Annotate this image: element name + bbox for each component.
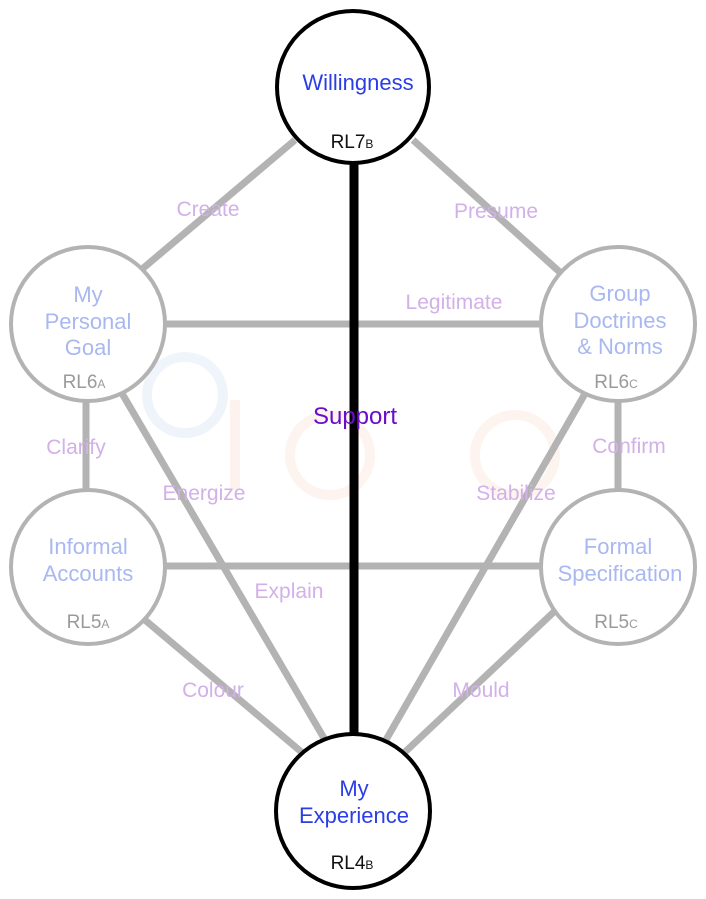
node-personal-goal-code: RL6A <box>63 372 106 393</box>
node-personal-goal-line1: My <box>73 282 102 307</box>
edge-label-presume: Presume <box>454 200 538 223</box>
edge-stabilize-line <box>379 383 594 747</box>
edge-create-line <box>138 137 298 273</box>
watermark <box>142 352 560 500</box>
edge-colour-line <box>142 617 308 758</box>
node-personal-goal-line2: Personal <box>45 309 132 334</box>
node-group-doctrines-line3: & Norms <box>577 334 663 359</box>
node-informal-accounts-line2: Accounts <box>43 561 134 586</box>
edge-label-explain: Explain <box>255 580 324 603</box>
node-formal-specification: Formal Specification RL5C <box>539 488 697 646</box>
node-personal-goal: My Personal Goal RL6A <box>9 245 167 403</box>
node-informal-accounts-code: RL5A <box>67 612 110 633</box>
node-formal-specification-line1: Formal <box>584 534 652 559</box>
node-informal-accounts-line1: Informal <box>48 534 127 559</box>
edge-label-energize: Energize <box>163 482 246 505</box>
node-willingness-code: RL7B <box>331 132 374 153</box>
edge-label-support: Support <box>313 403 397 430</box>
edge-presume-line <box>410 137 566 278</box>
node-formal-specification-line2: Specification <box>558 561 683 586</box>
edge-label-colour: Colour <box>182 679 244 702</box>
node-group-doctrines-line2: Doctrines <box>574 308 667 333</box>
node-willingness: Willingness RL7B <box>275 9 431 165</box>
node-group-doctrines-code: RL6C <box>594 372 638 393</box>
node-willingness-title: Willingness <box>302 70 413 95</box>
node-experience: My Experience RL4B <box>274 732 432 890</box>
node-experience-line1: My <box>339 776 368 801</box>
node-experience-line2: Experience <box>299 803 409 828</box>
edge-mould-line <box>402 605 561 755</box>
edge-labels: Create Presume Legitimate Clarify Confir… <box>46 198 666 702</box>
edge-label-mould: Mould <box>452 679 509 702</box>
node-personal-goal-line3: Goal <box>65 335 111 360</box>
node-group-doctrines-line1: Group <box>589 281 650 306</box>
edge-energize-line <box>116 388 332 747</box>
node-group-doctrines: Group Doctrines & Norms RL6C <box>539 245 697 403</box>
edge-label-legitimate: Legitimate <box>406 291 503 314</box>
edge-label-confirm: Confirm <box>592 435 666 458</box>
node-formal-specification-code: RL5C <box>594 612 638 633</box>
edge-label-create: Create <box>176 198 239 221</box>
node-experience-code: RL4B <box>331 853 374 874</box>
edge-label-clarify: Clarify <box>46 436 106 459</box>
edge-label-stabilize: Stabilize <box>476 482 555 505</box>
node-informal-accounts: Informal Accounts RL5A <box>9 488 167 646</box>
grey-edges <box>82 137 622 758</box>
